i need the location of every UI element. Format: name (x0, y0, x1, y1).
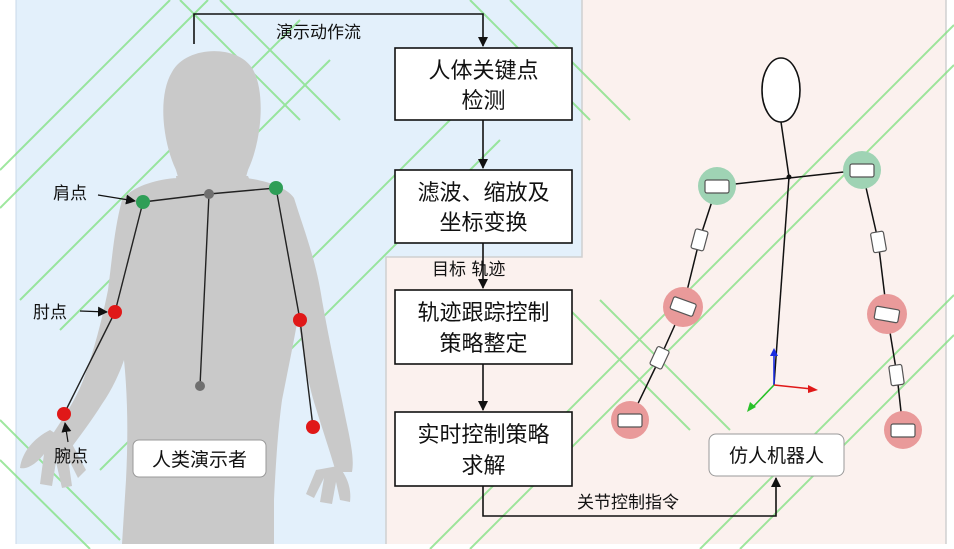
box-keypoint-detection-line2: 检测 (461, 89, 505, 114)
human-hip-joint (195, 381, 205, 391)
human-shoulder-joint-right (269, 181, 283, 195)
box-tracking-control-line1: 轨迹跟踪控制 (417, 301, 549, 326)
box-filter-transform-line2: 坐标变换 (439, 211, 527, 236)
robot-neck-joint (786, 174, 792, 180)
robot-caption-box (708, 433, 845, 477)
box-tracking-control: 轨迹跟踪控制 策略整定 (394, 289, 573, 365)
joint-command-label: 关节控制指令 (577, 493, 679, 513)
shoulder-label: 肩点 (53, 184, 87, 204)
wrist-label: 腕点 (54, 447, 88, 467)
human-elbow-joint-right (293, 313, 307, 327)
elbow-label: 肘点 (33, 303, 67, 323)
human-wrist-joint-left (57, 407, 71, 421)
elbow-label-arrow (79, 306, 108, 317)
robot-elbow-actuator-right (873, 305, 901, 324)
target-trajectory-label: 目标 轨迹 (432, 260, 505, 280)
demo-flow-label: 演示动作流 (276, 23, 361, 43)
box-realtime-solve: 实时控制策略 求解 (394, 411, 573, 487)
human-elbow-joint-left (108, 305, 122, 319)
robot-head (761, 57, 801, 123)
robot-caption: 仿人机器人 (729, 445, 824, 467)
wrist-label-arrow (61, 422, 72, 443)
y-axis (751, 384, 775, 409)
robot-forearm-servo-left (649, 346, 670, 370)
robot-forearm-servo-right (888, 363, 905, 387)
robot-elbow-actuator-left (669, 296, 697, 317)
human-wrist-joint-right (306, 420, 320, 434)
box-realtime-solve-line1: 实时控制策略 (417, 423, 549, 448)
box-keypoint-detection: 人体关键点 检测 (394, 47, 573, 121)
human-caption-box (132, 439, 267, 478)
robot-shoulder-actuator-left (704, 179, 730, 194)
shoulder-label-arrow (97, 194, 136, 205)
human-shoulder-joint-left (136, 195, 150, 209)
demo-flow-arrow (193, 13, 488, 47)
panel-divider (385, 0, 583, 544)
robot-panel (386, 0, 946, 544)
x-axis (773, 384, 813, 390)
robot-base-frame (747, 348, 818, 412)
box-realtime-solve-line2: 求解 (461, 454, 505, 479)
robot-shoulder-actuator-right (849, 163, 875, 178)
robot-upper-arm-servo-left (690, 228, 709, 252)
box-filter-transform-line1: 滤波、缩放及 (417, 181, 549, 206)
robot-figure (611, 57, 922, 449)
joint-command-arrow (482, 477, 781, 517)
human-caption: 人类演示者 (152, 449, 247, 471)
robot-wrist-actuator-right (890, 423, 916, 438)
robot-upper-arm-servo-right (870, 230, 887, 254)
box-filter-transform: 滤波、缩放及 坐标变换 (394, 169, 573, 244)
human-skeleton (63, 187, 314, 428)
human-neck-joint (204, 189, 214, 199)
robot-wrist-actuator-left (617, 413, 643, 428)
box-keypoint-detection-line1: 人体关键点 (428, 59, 538, 84)
box-tracking-control-line2: 策略整定 (439, 332, 527, 357)
